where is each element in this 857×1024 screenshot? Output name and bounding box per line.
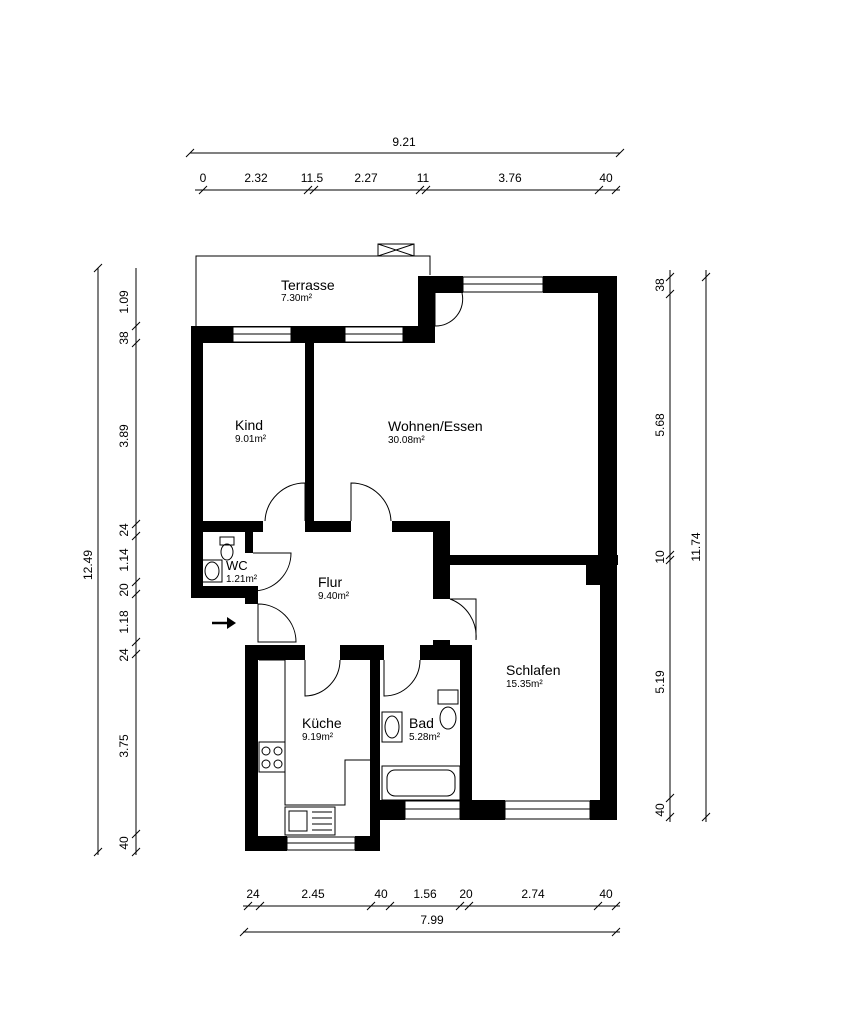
door-bad: [383, 659, 421, 697]
room-name-bad: Bad: [409, 715, 434, 731]
left-seg-7: 24: [117, 648, 131, 662]
top-total-dimension: 9.21: [185, 135, 625, 158]
room-labels: Terrasse 7.30m² Kind 9.01m² Wohnen/Essen…: [226, 277, 560, 743]
left-seg-1: 38: [117, 331, 131, 345]
left-seg-4: 1.14: [117, 548, 131, 572]
left-seg-9: 40: [117, 836, 131, 850]
bottom-seg-4: 20: [459, 887, 473, 901]
top-seg-4: 11: [417, 171, 430, 185]
wc-toilet: [219, 536, 235, 546]
right-seg-2: 10: [653, 550, 667, 564]
left-seg-5: 20: [117, 583, 131, 597]
top-seg-1: 2.32: [244, 171, 268, 185]
left-seg-6: 1.18: [117, 610, 131, 634]
door-entrance: [257, 603, 297, 643]
right-seg-1: 5.68: [653, 413, 667, 437]
top-seg-3: 2.27: [354, 171, 378, 185]
room-name-wohnen: Wohnen/Essen: [388, 418, 483, 434]
bottom-total-dimension: 7.99: [239, 913, 621, 937]
top-seg-2: 11.5: [301, 171, 324, 185]
room-name-wc: WC: [226, 558, 248, 573]
bottom-seg-2: 40: [374, 887, 388, 901]
room-area-kind: 9.01m²: [235, 434, 267, 445]
left-total-dimension: 12.49: [81, 263, 103, 857]
bottom-seg-0: 24: [246, 887, 260, 901]
kitchen-counter: [259, 659, 370, 806]
room-area-terrasse: 7.30m²: [281, 293, 313, 304]
bottom-seg-3: 1.56: [413, 887, 437, 901]
bottom-seg-6: 40: [599, 887, 613, 901]
door-kind: [264, 482, 306, 522]
window-schlafen: [504, 800, 591, 820]
top-segment-dimension: 0 2.32 11.5 2.27 11 3.76 40: [195, 171, 621, 195]
right-seg-4: 40: [653, 803, 667, 817]
bottom-seg-1: 2.45: [301, 887, 325, 901]
top-seg-5: 3.76: [498, 171, 522, 185]
room-area-flur: 9.40m²: [318, 591, 350, 602]
entrance-arrow-icon: [212, 617, 236, 629]
left-segment-dimension: 1.09 38 3.89 24 1.14 20 1.18 24 3.75 40: [117, 268, 141, 857]
left-seg-3: 24: [117, 523, 131, 537]
kitchen-sink: [284, 806, 336, 836]
left-seg-8: 3.75: [117, 734, 131, 758]
kitchen-stove: [258, 741, 286, 773]
room-name-terrasse: Terrasse: [281, 277, 335, 293]
right-total-dimension: 11.74: [689, 270, 711, 822]
right-seg-0: 38: [653, 278, 667, 292]
left-seg-0: 1.09: [117, 290, 131, 314]
bad-toilet: [437, 689, 459, 705]
windows: [232, 276, 591, 851]
top-seg-6: 40: [599, 171, 613, 185]
bottom-total-label: 7.99: [420, 913, 444, 927]
door-wohnen: [350, 482, 392, 522]
bottom-seg-5: 2.74: [521, 887, 545, 901]
door-schlafen: [449, 598, 477, 641]
right-segment-dimension: 38 5.68 10 5.19 40: [653, 270, 675, 822]
right-total-label: 11.74: [689, 532, 703, 561]
door-terrace: [434, 292, 464, 327]
terrace-outline: [195, 243, 431, 326]
left-seg-2: 3.89: [117, 424, 131, 448]
room-name-schlafen: Schlafen: [506, 662, 560, 678]
room-area-kueche: 9.19m²: [302, 732, 334, 743]
room-area-wohnen: 30.08m²: [388, 435, 425, 446]
left-total-label: 12.49: [81, 550, 95, 580]
door-kueche: [304, 659, 341, 697]
doors: [252, 292, 477, 697]
top-seg-0: 0: [200, 171, 207, 185]
right-seg-3: 5.19: [653, 670, 667, 694]
wc-sink: [201, 559, 223, 583]
room-name-kueche: Küche: [302, 715, 342, 731]
bad-sink: [381, 711, 403, 743]
fixtures: [201, 536, 461, 836]
window-bad: [404, 800, 461, 820]
room-area-bad: 5.28m²: [409, 732, 441, 743]
bad-bathtub: [381, 765, 461, 801]
room-area-schlafen: 15.35m²: [506, 679, 543, 690]
watermark-text: www.grundriss.com: [246, 758, 256, 837]
door-wc: [252, 552, 292, 592]
top-total-label: 9.21: [392, 135, 416, 149]
room-name-kind: Kind: [235, 417, 263, 433]
room-name-flur: Flur: [318, 574, 342, 590]
room-area-wc: 1.21m²: [226, 574, 258, 585]
bottom-segment-dimension: 24 2.45 40 1.56 20 2.74 40: [243, 887, 621, 911]
